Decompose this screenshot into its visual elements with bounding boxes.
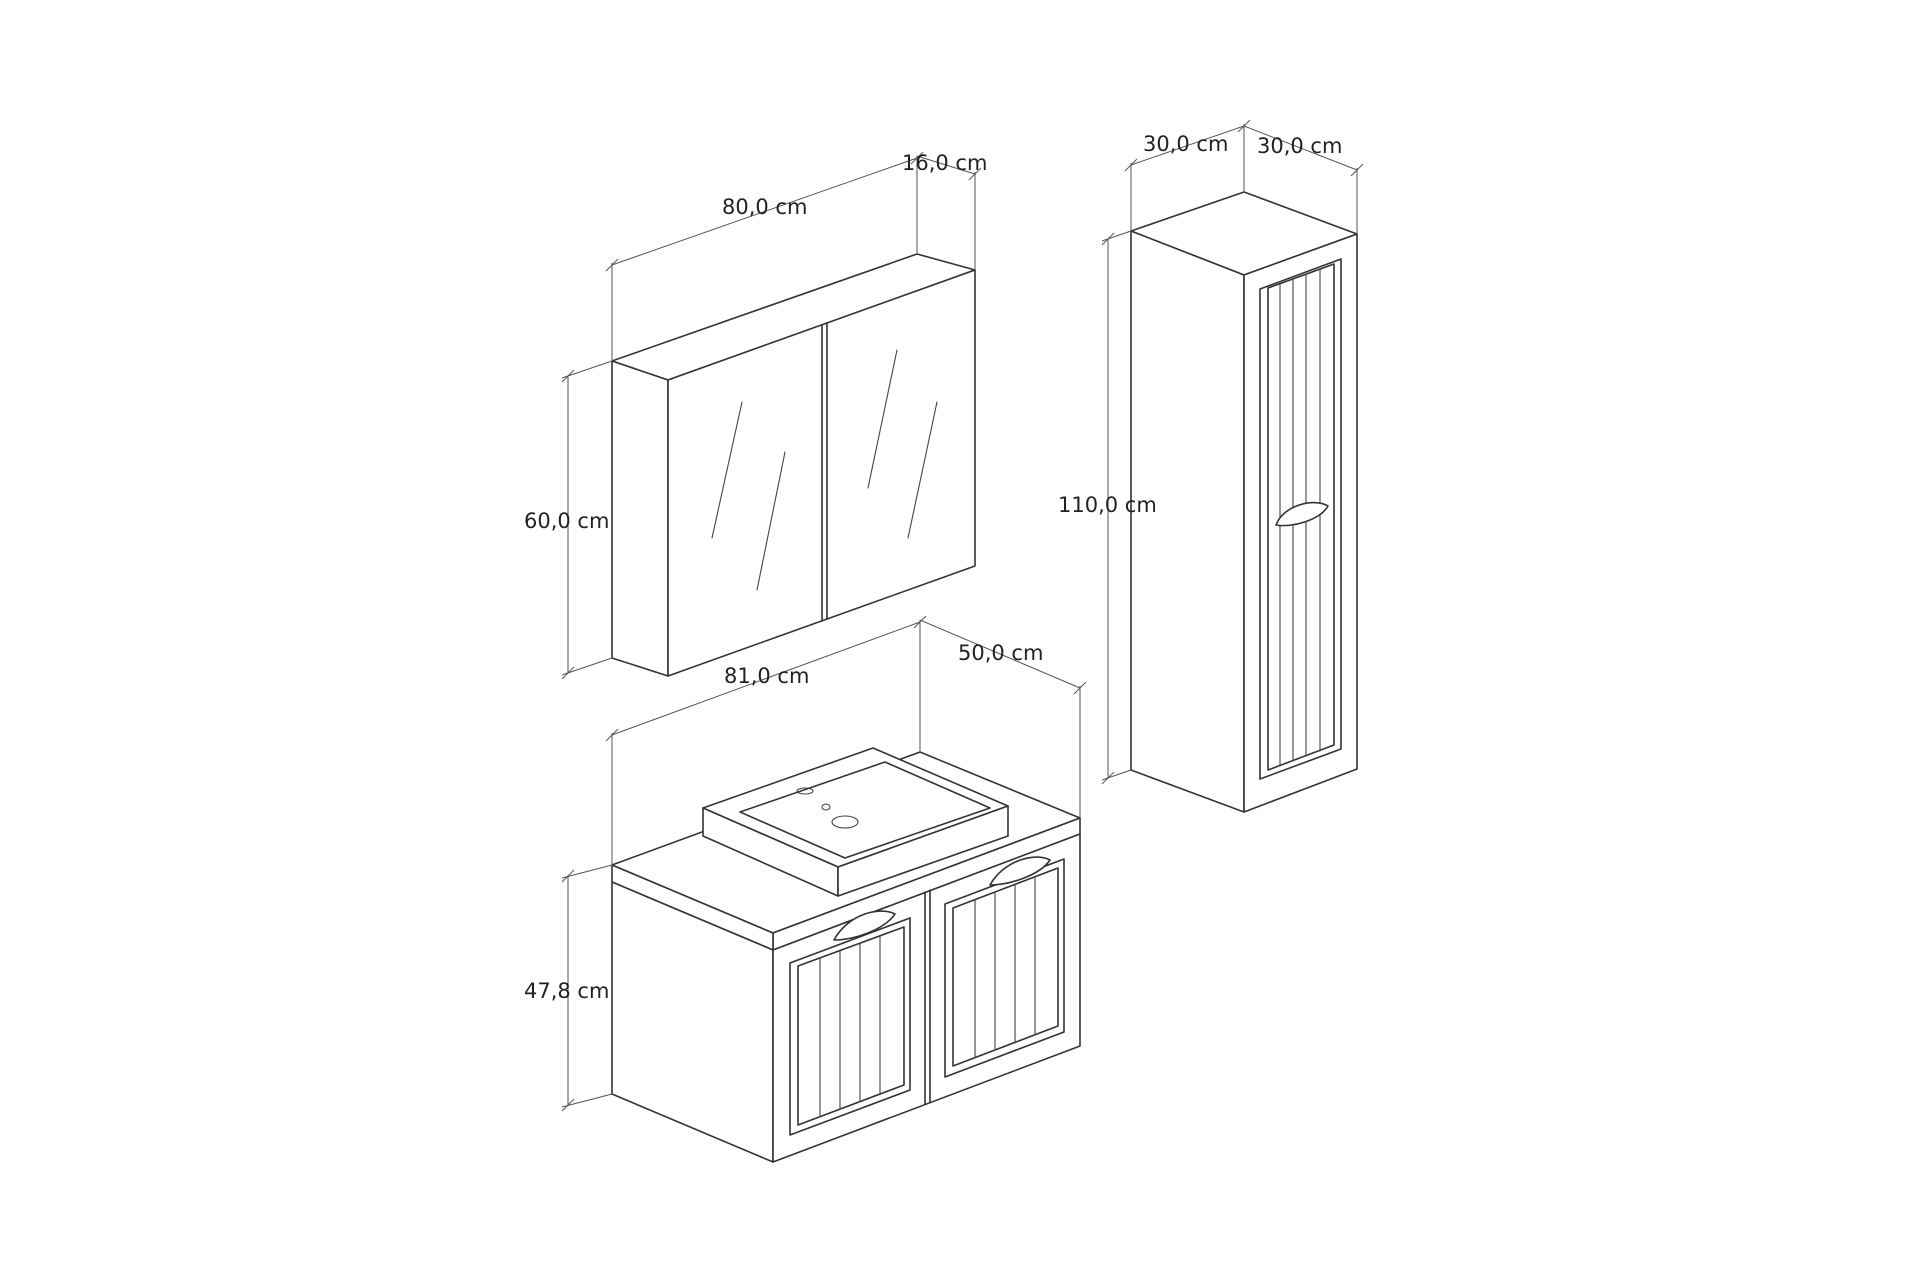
tall-cabinet-door-panel — [1259, 258, 1342, 780]
basin-drain — [831, 815, 859, 829]
mirror-width-label: 80,0 cm — [722, 195, 807, 219]
mirror-cabinet — [611, 253, 976, 677]
basin-faucet-hole — [796, 787, 814, 795]
tall-cabinet — [1130, 191, 1358, 813]
tall-cabinet-handle — [1275, 501, 1329, 527]
vanity-width-label: 81,0 cm — [724, 664, 809, 688]
tall-height-label: 110,0 cm — [1058, 493, 1157, 517]
vanity — [611, 747, 1081, 1163]
dimension-labels: 80,0 cm 16,0 cm 60,0 cm 30,0 cm 30,0 cm … — [524, 132, 1342, 1003]
vanity-basin — [702, 747, 1009, 897]
vanity-height-label: 47,8 cm — [524, 979, 609, 1003]
mirror-height-label: 60,0 cm — [524, 509, 609, 533]
tall-depth-label: 30,0 cm — [1257, 134, 1342, 158]
vanity-depth-label: 50,0 cm — [958, 641, 1043, 665]
tall-width-label: 30,0 cm — [1143, 132, 1228, 156]
mirror-reflection-line — [711, 401, 743, 539]
vanity-front — [772, 833, 1081, 1163]
mirror-depth-label: 16,0 cm — [902, 151, 987, 175]
basin-overflow-hole — [821, 803, 831, 811]
dimension-lines — [561, 119, 1364, 1112]
vanity-left-door-handle — [833, 910, 896, 941]
vanity-left-door-grooves — [819, 935, 881, 1118]
vanity-right-door-handle — [989, 856, 1051, 886]
mirror-cabinet-side — [611, 360, 669, 677]
tall-cabinet-side — [1130, 230, 1245, 813]
vanity-right-door-grooves — [974, 876, 1036, 1059]
basin-bowl — [739, 761, 991, 859]
